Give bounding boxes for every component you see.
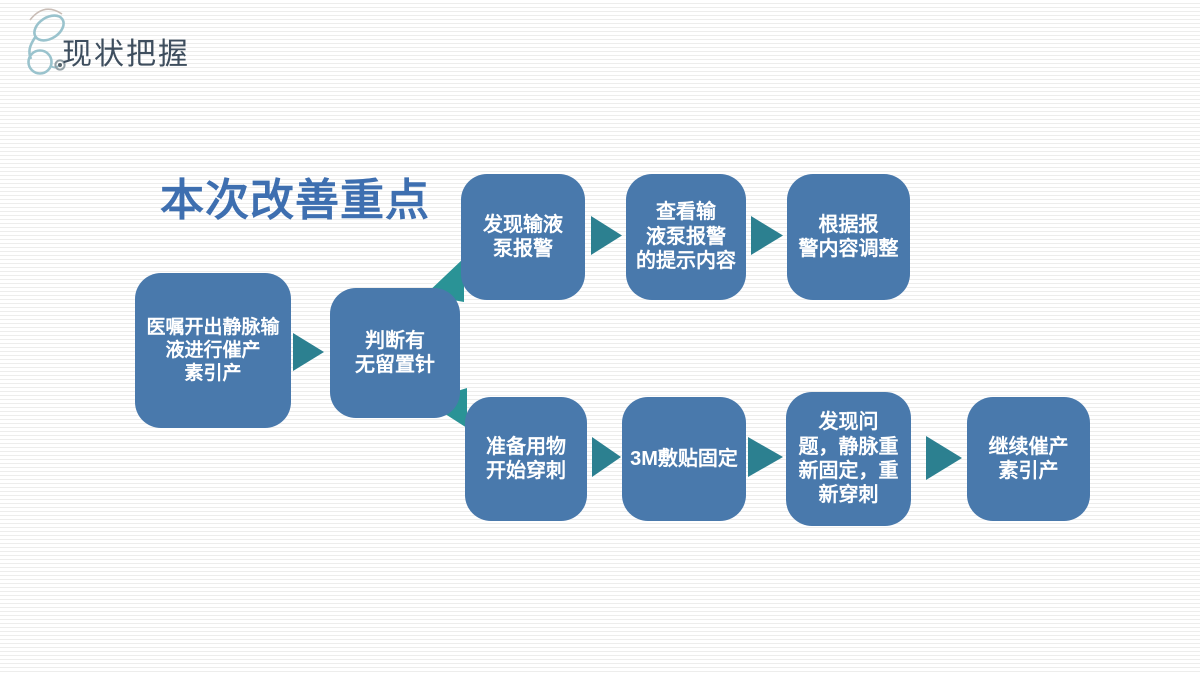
flow-box-decision: 判断有 无留置针 [330,288,460,418]
flow-box-label: 判断有 无留置针 [355,329,435,376]
flow-box-label: 根据报 警内容调整 [798,213,899,260]
flow-box-lower-4: 继续催产 素引产 [967,397,1090,521]
flow-box-label: 发现问 题，静脉重 新固定，重 新穿刺 [798,411,899,507]
flow-box-label: 查看输 液泵报警 的提示内容 [636,201,736,273]
slide-header: 现状把握 [0,0,1200,90]
flow-box-lower-3: 发现问 题，静脉重 新固定，重 新穿刺 [786,392,911,526]
section-title: 现状把握 [62,38,190,71]
flow-box-start: 医嘱开出静脉输 液进行催产 素引产 [135,273,291,428]
flow-box-label: 准备用物 开始穿刺 [486,435,566,482]
flow-box-upper-1: 发现输液 泵报警 [461,174,585,300]
slide-title: 本次改善重点 [160,176,430,225]
flow-box-label: 发现输液 泵报警 [483,213,563,260]
flow-box-lower-2: 3M敷贴固定 [622,397,746,521]
flow-box-label: 继续催产 素引产 [988,435,1069,482]
flow-box-upper-3: 根据报 警内容调整 [787,174,910,300]
stethoscope-icon [27,8,66,75]
flow-box-label: 医嘱开出静脉输 液进行催产 素引产 [146,316,280,385]
flow-box-label: 3M敷贴固定 [630,447,738,470]
flow-box-lower-1: 准备用物 开始穿刺 [465,397,587,521]
flow-box-upper-2: 查看输 液泵报警 的提示内容 [626,174,746,300]
